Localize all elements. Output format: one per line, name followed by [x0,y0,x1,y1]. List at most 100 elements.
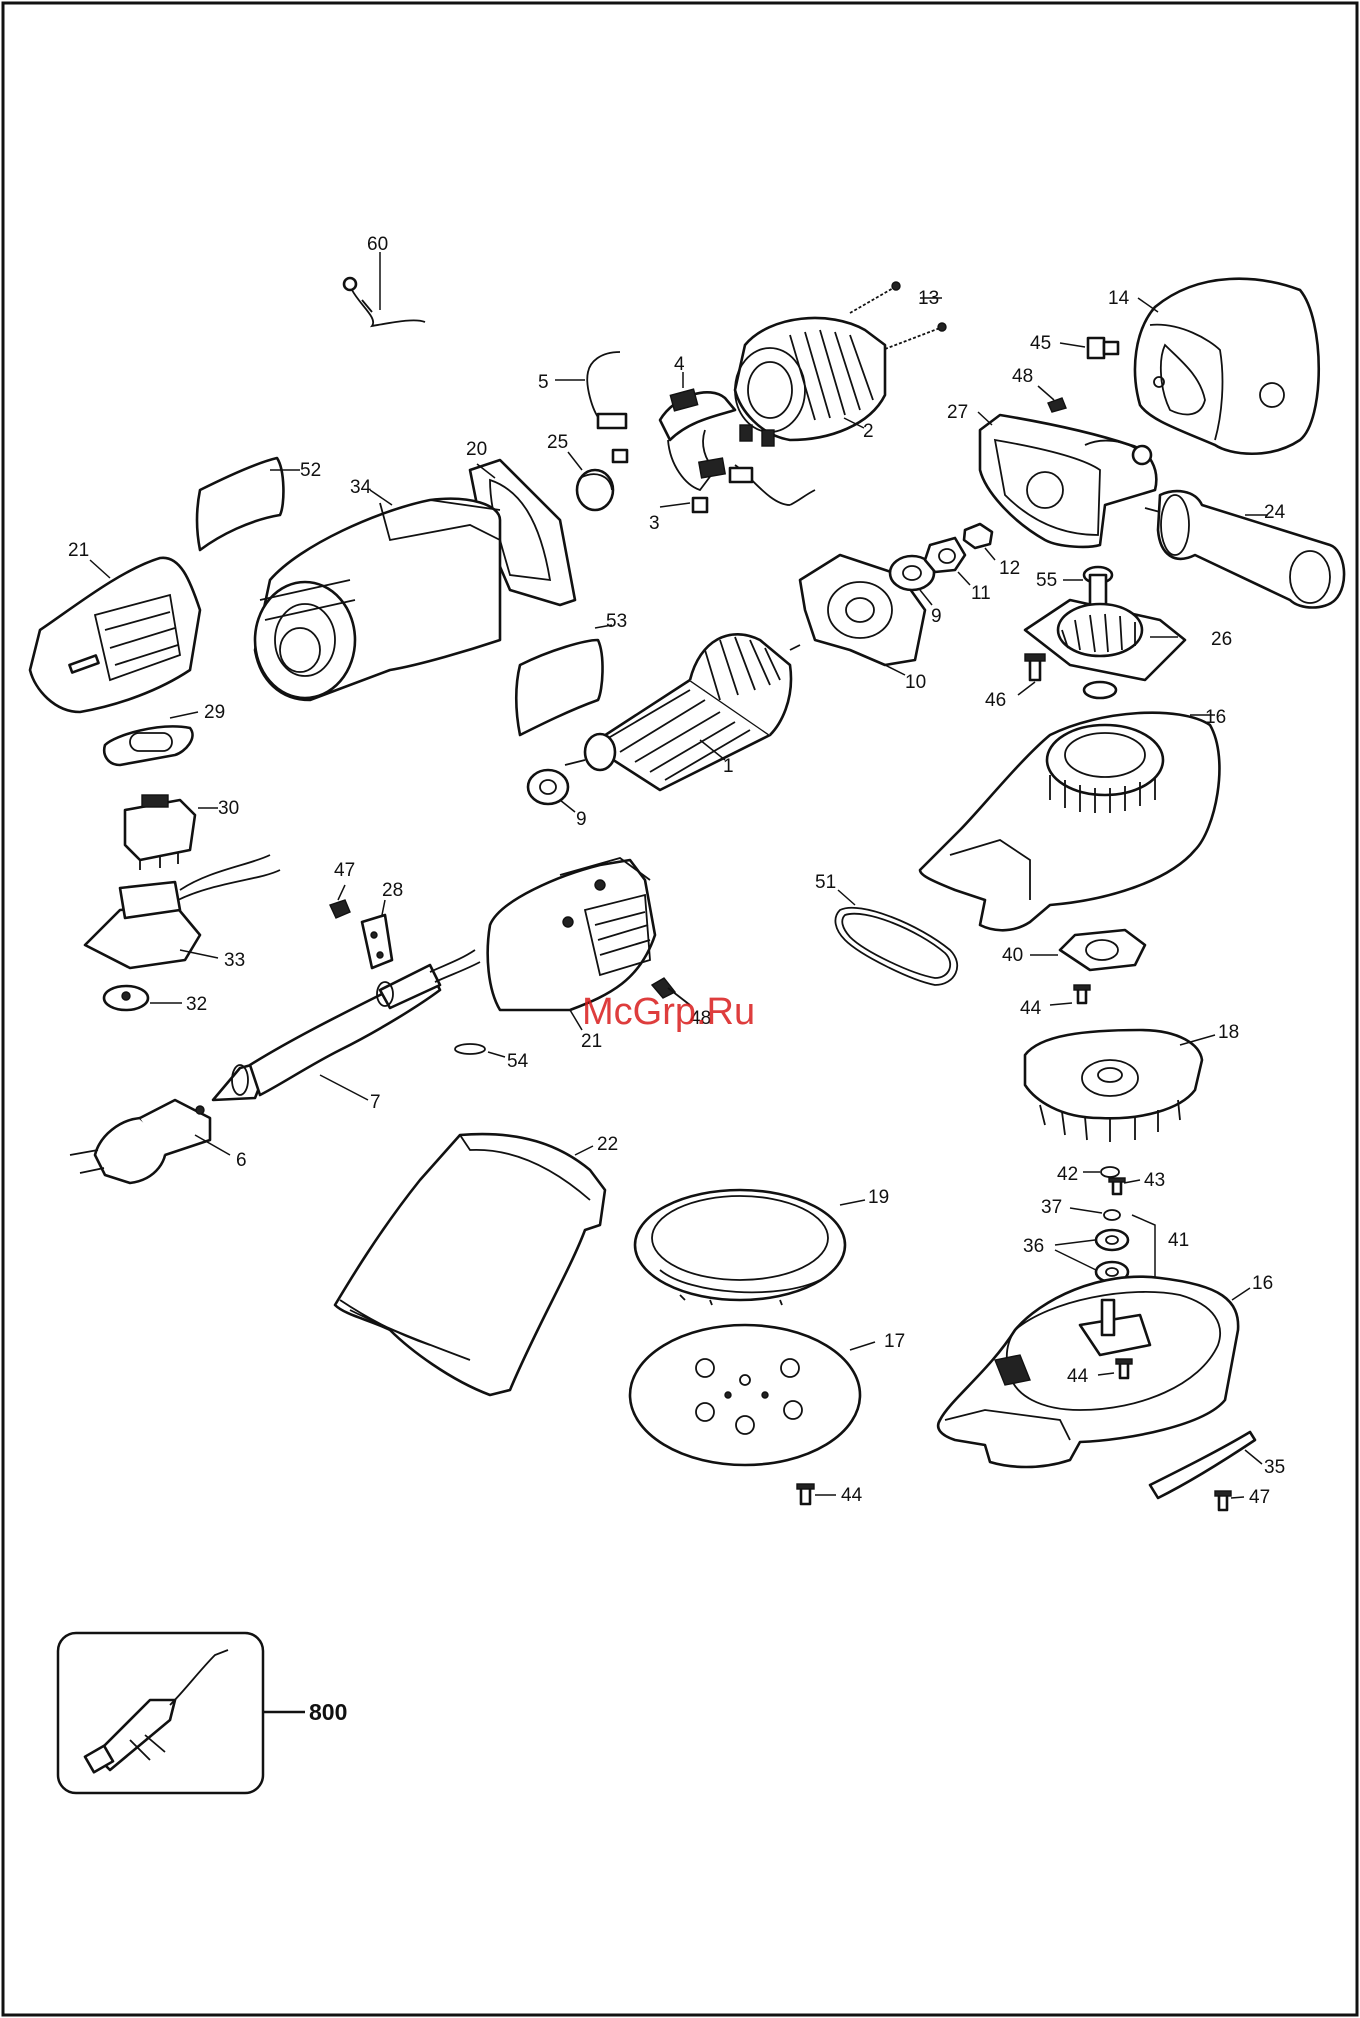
label-47-lower: 47 [1249,1487,1270,1508]
label-43: 43 [1144,1170,1165,1191]
part-18-backing-flange [1025,1030,1215,1142]
label-17: 17 [884,1331,905,1352]
label-26: 26 [1211,629,1232,650]
label-21-left: 21 [68,540,89,561]
label-28: 28 [382,880,403,901]
label-12: 12 [999,558,1020,579]
label-42: 42 [1057,1164,1078,1185]
label-48-upper: 48 [1012,366,1033,387]
part-19-dust-ring [635,1190,865,1305]
label-20: 20 [466,439,487,460]
label-7: 7 [370,1092,381,1113]
part-29-switch-button [104,712,198,765]
label-14: 14 [1108,288,1130,309]
label-53: 53 [606,611,627,632]
part-53-label [516,625,612,735]
label-44-b: 44 [841,1485,863,1506]
label-4: 4 [674,354,685,375]
label-24: 24 [1264,502,1286,523]
label-29: 29 [204,702,225,723]
label-11: 11 [971,583,991,604]
part-36-bearings [1055,1230,1128,1282]
part-33-switch-base [85,855,280,968]
part-5-brush-spring [555,352,626,428]
part-51-belt [835,890,957,985]
part-42-washer [1083,1167,1119,1177]
label-16-lower: 16 [1252,1273,1273,1294]
part-27-gear-housing [978,412,1156,547]
label-36: 36 [1023,1236,1044,1257]
label-9-lower: 9 [576,809,587,830]
part-43-screw [1109,1178,1140,1194]
label-46: 46 [985,690,1006,711]
part-46-screw [1018,654,1045,695]
part-9-bearing [528,770,575,812]
label-27: 27 [947,402,968,423]
part-40-flange [1030,930,1145,970]
part-45-screw [1060,338,1118,358]
label-10: 10 [905,672,926,693]
inset-800-box [58,1633,305,1793]
label-33: 33 [224,950,245,971]
label-41: 41 [1168,1230,1189,1251]
part-7-power-cord [213,950,480,1100]
label-16-upper: 16 [1205,707,1226,728]
label-9-upper: 9 [931,606,942,627]
part-34-motor-housing [255,490,500,700]
part-16-shroud-upper [920,713,1219,931]
label-40: 40 [1002,945,1023,966]
part-12-nut [964,524,995,560]
watermark: McGrp.Ru [582,991,755,1033]
part-4-brush-holder [660,372,735,490]
part-21-handle-left [30,558,200,712]
part-52-label [197,458,300,550]
part-16-shroud-lower [938,1277,1250,1467]
part-25-bearing [568,452,613,510]
part-22-dust-bag [335,1134,605,1395]
label-47-upper: 47 [334,860,355,881]
part-37-washer [1070,1208,1120,1220]
part-26-spindle-assembly [1025,600,1185,698]
part-44-screw-b [797,1484,836,1504]
label-52: 52 [300,460,321,481]
label-18: 18 [1218,1022,1239,1043]
part-17-sanding-pad [630,1325,875,1465]
label-32: 32 [186,994,207,1015]
label-44-a: 44 [1020,998,1042,1019]
label-21-right: 21 [581,1031,602,1052]
part-60-wire-clip [344,252,425,326]
label-34: 34 [350,477,372,498]
part-24-side-handle [1145,491,1344,607]
part-35-seal-strip [1150,1432,1262,1498]
label-19: 19 [868,1187,889,1208]
label-30: 30 [218,798,239,819]
part-47-screw-lower [1215,1491,1244,1510]
label-22: 22 [597,1134,618,1155]
label-2: 2 [863,421,874,442]
inset-label-800: 800 [309,1699,347,1725]
part-28-clamp [362,900,392,968]
label-51: 51 [815,872,836,893]
label-60: 60 [367,234,388,255]
label-55: 55 [1036,570,1057,591]
part-6-plug [70,1100,230,1183]
part-30-switch [125,795,218,870]
label-5: 5 [538,372,549,393]
part-14-gear-cover [1135,279,1319,454]
part-48-screw [1038,386,1066,412]
label-3: 3 [649,513,660,534]
label-13: 13 [918,288,939,309]
label-37: 37 [1041,1197,1062,1218]
label-35: 35 [1264,1457,1285,1478]
label-54: 54 [507,1051,529,1072]
label-44-c: 44 [1067,1366,1089,1387]
label-6: 6 [236,1150,247,1171]
part-54-o-ring [455,1044,505,1057]
part-44-screw-a [1050,985,1090,1005]
label-25: 25 [547,432,568,453]
label-45: 45 [1030,333,1051,354]
part-32-cap [104,986,182,1010]
part-47-screw [330,885,350,918]
label-1: 1 [723,756,734,777]
